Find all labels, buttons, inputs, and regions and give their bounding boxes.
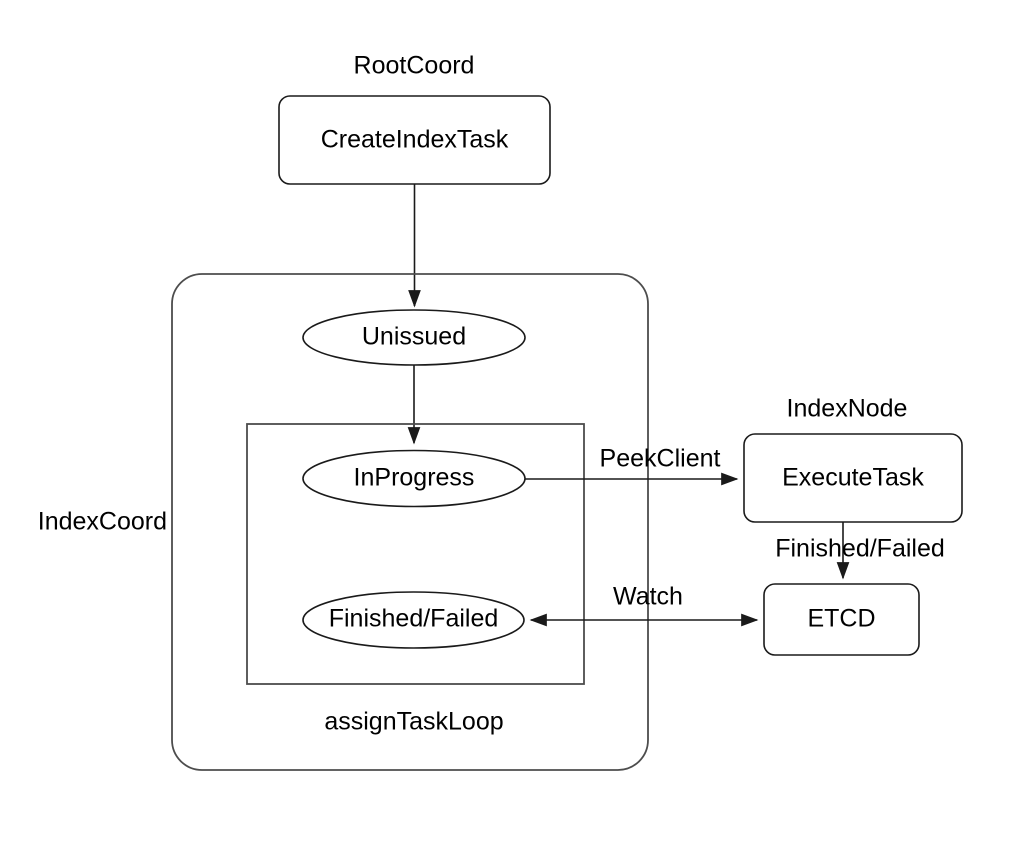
edge-label-finished-failed: Finished/Failed <box>775 535 945 563</box>
node-execute-task[interactable] <box>743 433 963 523</box>
group-label-indexnode: IndexNode <box>787 395 908 423</box>
node-label-create-index-task: CreateIndexTask <box>321 126 509 154</box>
node-finished-failed[interactable] <box>302 591 525 649</box>
group-boundary-indexcoord <box>171 273 649 771</box>
node-label-finished-failed: Finished/Failed <box>329 605 499 633</box>
edge-label-watch: Watch <box>613 583 683 611</box>
group-label-indexcoord: IndexCoord <box>38 508 167 536</box>
node-label-etcd: ETCD <box>807 605 875 633</box>
node-label-execute-task: ExecuteTask <box>782 464 924 492</box>
node-etcd[interactable] <box>763 583 920 656</box>
node-label-in-progress: InProgress <box>354 464 475 492</box>
group-label-rootcoord: RootCoord <box>354 52 475 80</box>
node-label-unissued: Unissued <box>362 323 466 351</box>
edge-label-peekclient: PeekClient <box>600 445 721 473</box>
group-boundary-assigntaskloop <box>246 423 585 685</box>
group-label-assigntaskloop: assignTaskLoop <box>324 708 503 736</box>
